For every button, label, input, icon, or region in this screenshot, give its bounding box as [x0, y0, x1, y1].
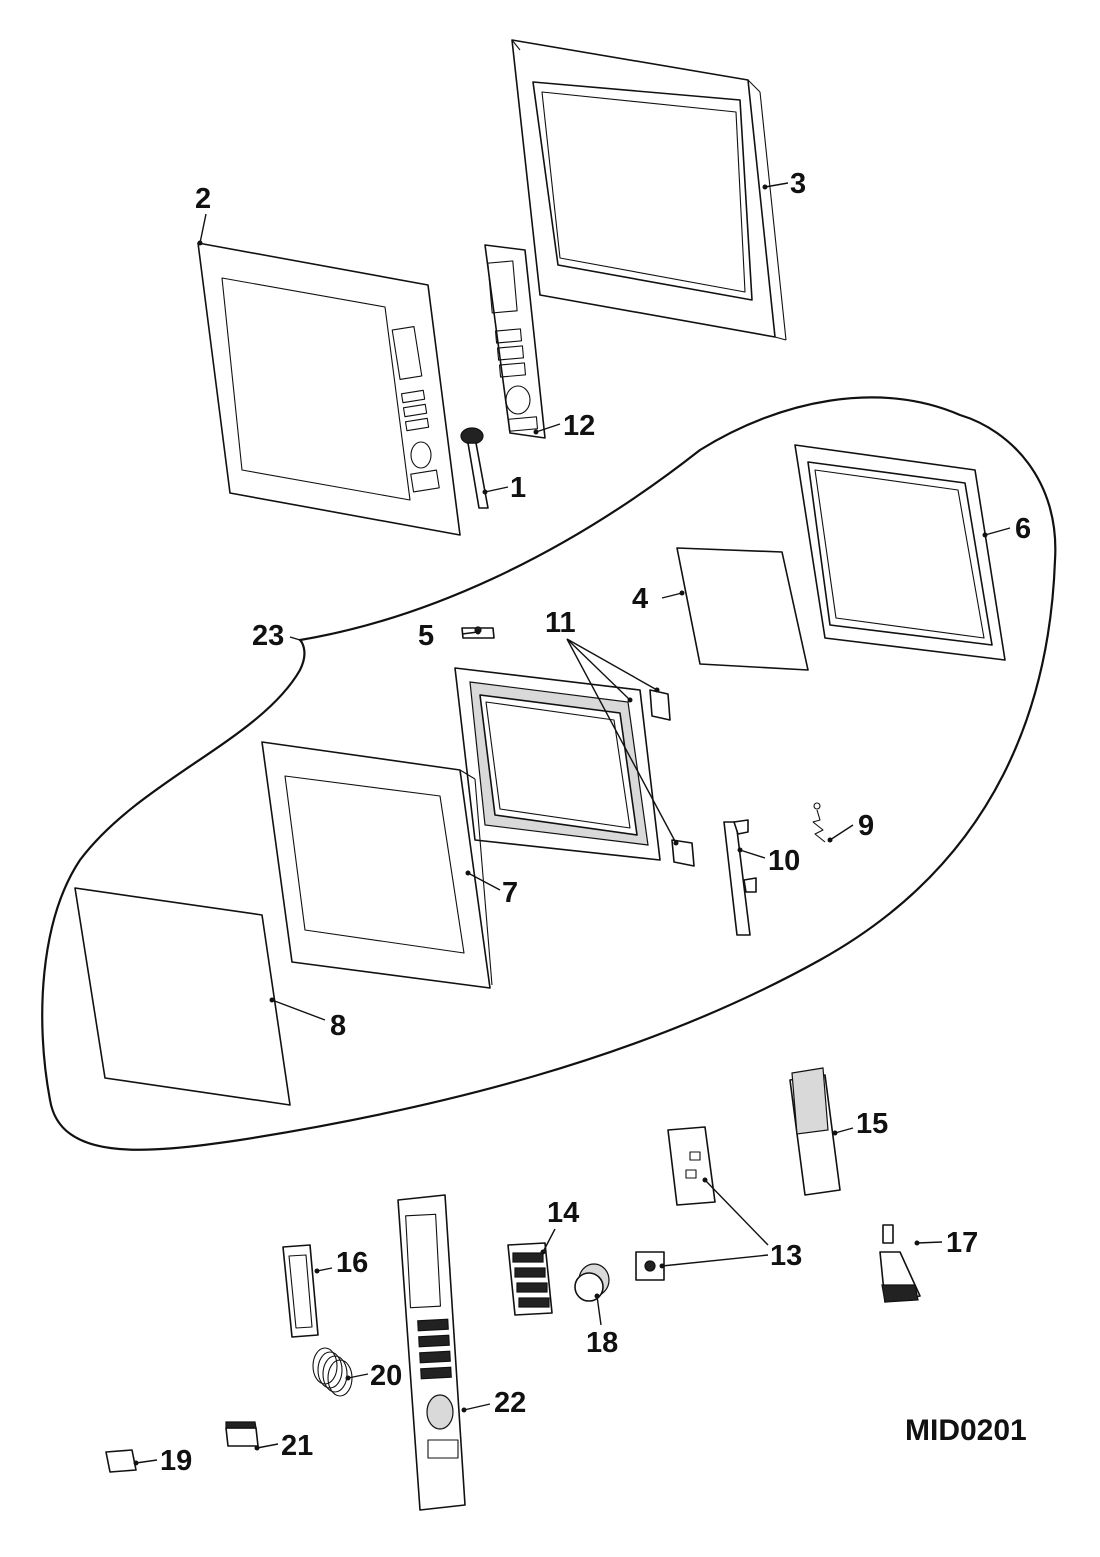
callout-19: 19	[160, 1445, 192, 1477]
callout-20: 20	[370, 1360, 402, 1392]
part-9-spring	[812, 802, 826, 843]
callout-8: 8	[330, 1010, 346, 1042]
part-17-switch	[879, 1224, 921, 1303]
callout-4: 4	[632, 583, 648, 615]
callout-22: 22	[494, 1387, 526, 1419]
part-21-clip	[225, 1421, 259, 1447]
part-13-pcb	[635, 1126, 716, 1281]
callout-11: 11	[545, 607, 576, 639]
callout-1: 1	[510, 472, 526, 504]
part-8-glass-panel	[74, 887, 291, 1106]
part-4-glass-sheet	[676, 547, 809, 671]
part-16-window-frame	[282, 1244, 319, 1338]
part-22-control-fascia	[397, 1194, 466, 1511]
callout-16: 16	[336, 1247, 368, 1279]
part-20-coil-spring	[312, 1347, 353, 1397]
part-2-door-panel	[197, 242, 461, 536]
leader-dots	[133, 184, 988, 1466]
part-10-hinge-bar	[723, 819, 757, 936]
callout-12: 12	[563, 410, 595, 442]
callout-17: 17	[946, 1227, 978, 1259]
callout-9: 9	[858, 810, 874, 842]
callout-7: 7	[502, 877, 518, 909]
part-14-button-set	[507, 1242, 553, 1316]
part-1-handle	[460, 427, 489, 509]
callout-23: 23	[252, 620, 284, 652]
part-11-center-frame	[454, 667, 695, 867]
callout-3: 3	[790, 168, 806, 200]
drawing-code: MID0201	[905, 1414, 1027, 1447]
part-6-inner-frame	[794, 444, 1006, 661]
part-15-board	[789, 1067, 841, 1196]
callout-21: 21	[281, 1430, 313, 1462]
assembly-23-outline	[41, 396, 1057, 1151]
leader-lines	[135, 182, 1011, 1464]
callout-10: 10	[768, 845, 800, 877]
callout-15: 15	[856, 1108, 888, 1140]
callout-13: 13	[770, 1240, 802, 1272]
callout-14: 14	[547, 1197, 579, 1229]
part-3-outer-frame	[511, 39, 787, 341]
callout-5: 5	[418, 620, 434, 652]
part-19-pad	[105, 1449, 137, 1473]
callout-6: 6	[1015, 513, 1031, 545]
callout-18: 18	[586, 1327, 618, 1359]
part-7-inner-frame	[261, 741, 493, 989]
part-18-knob	[574, 1263, 610, 1302]
callout-2: 2	[195, 183, 211, 215]
part-12-control-frame	[484, 244, 546, 439]
